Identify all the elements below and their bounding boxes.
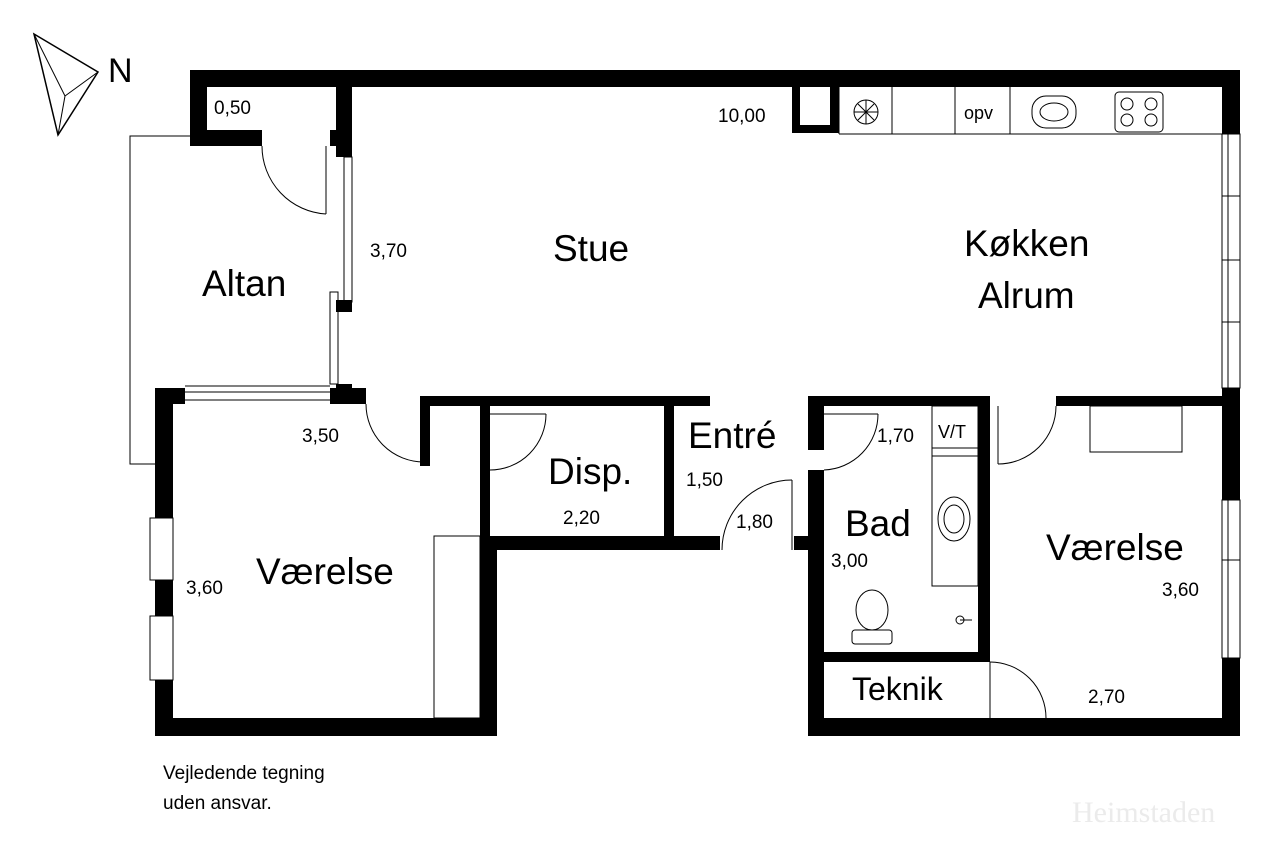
dishwasher-label: opv	[964, 103, 993, 123]
wardrobe-right	[1089, 405, 1183, 453]
room-label-altan: Altan	[202, 263, 286, 304]
dim-bad-depth: 3,00	[831, 551, 868, 572]
room-label-alrum: Alrum	[978, 275, 1075, 316]
watermark-logo: Heimstaden	[1072, 796, 1215, 829]
room-label-entre: Entré	[688, 415, 776, 456]
north-arrow-icon	[32, 32, 100, 137]
washbasin-icon	[937, 496, 971, 542]
balcony	[129, 135, 353, 465]
sink-icon	[1031, 95, 1077, 129]
kitchen-counter	[838, 87, 1222, 135]
hob-icon	[1114, 91, 1164, 133]
dim-storage-small: 0,50	[214, 98, 251, 119]
disclaimer-line-1: Vejledende tegning	[163, 763, 325, 784]
room-label-kokken: Køkken	[964, 223, 1089, 264]
floor-drain-icon	[955, 615, 972, 625]
dim-bedroom-left-depth: 3,60	[186, 578, 223, 599]
room-label-vaerelse-right: Værelse	[1046, 527, 1184, 568]
windows-left	[149, 517, 174, 681]
windows-right	[1221, 133, 1241, 659]
doors	[261, 145, 1057, 719]
dim-kitchen-width: 10,00	[718, 106, 766, 127]
north-label: N	[108, 52, 133, 90]
room-label-disp: Disp.	[548, 451, 632, 492]
dim-disp-width: 2,20	[563, 508, 600, 529]
dim-bedroom-right-width: 2,70	[1088, 687, 1125, 708]
dim-entre-depth: 1,80	[736, 512, 773, 533]
room-label-teknik: Teknik	[852, 671, 944, 707]
washer-dryer-label: V/T	[938, 422, 966, 442]
dim-stue-depth: 3,70	[370, 241, 407, 262]
toilet-icon	[851, 589, 893, 645]
dim-bedroom-right-depth: 3,60	[1162, 580, 1199, 601]
walls	[155, 70, 1240, 736]
room-label-vaerelse-left: Værelse	[256, 551, 394, 592]
dim-bedroom-left-width: 3,50	[302, 426, 339, 447]
bath-fixtures	[931, 405, 979, 587]
disclaimer-line-2: uden ansvar.	[163, 793, 272, 814]
wardrobe-left	[433, 535, 481, 719]
fan-icon	[853, 99, 879, 125]
room-label-bad: Bad	[845, 503, 911, 544]
dim-entre-width: 1,50	[686, 470, 723, 491]
dim-bad-width: 1,70	[877, 426, 914, 447]
room-label-stue: Stue	[553, 228, 629, 269]
